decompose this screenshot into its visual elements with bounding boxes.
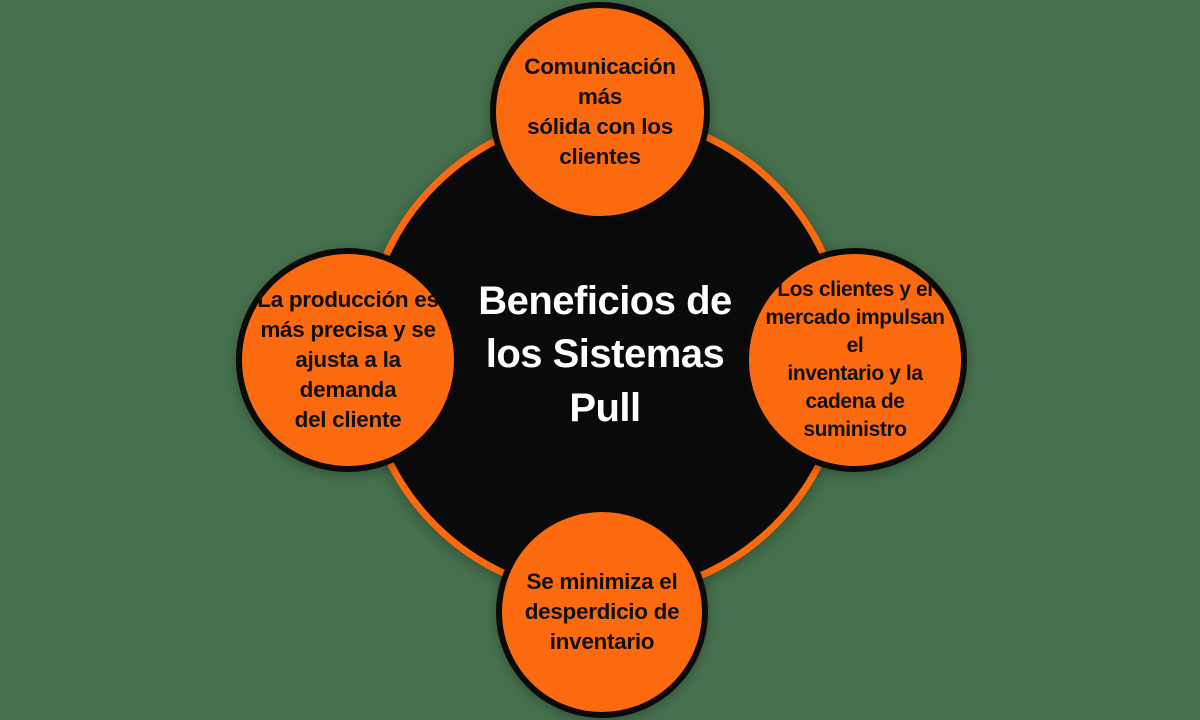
diagram-title: Beneficios de los Sistemas Pull [478,279,732,430]
node-bottom: Se minimiza el desperdicio de inventario [496,506,708,718]
node-bottom-label: Se minimiza el desperdicio de inventario [524,569,680,654]
node-top: Comunicación más sólida con los clientes [490,2,710,222]
node-left-label: La producción es más precisa y se ajusta… [257,287,439,432]
node-top-label: Comunicación más sólida con los clientes [524,54,676,169]
node-left: La producción es más precisa y se ajusta… [236,248,460,472]
node-right: Los clientes y el mercado impulsan el in… [743,248,967,472]
node-right-label: Los clientes y el mercado impulsan el in… [765,278,945,441]
